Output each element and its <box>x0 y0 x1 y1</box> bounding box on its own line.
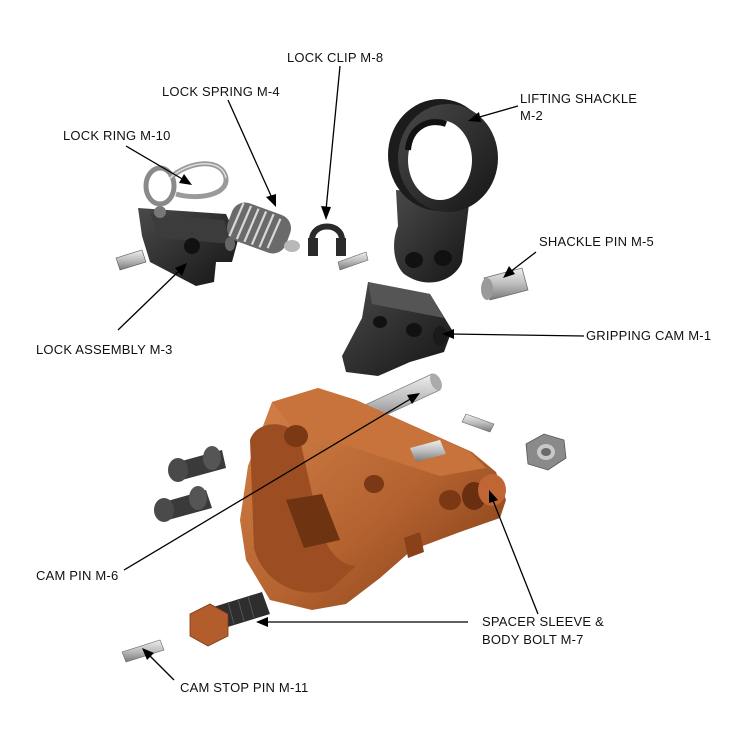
lock-clip-part <box>308 223 369 271</box>
label-cam-stop-pin: CAM STOP PIN M-11 <box>180 680 308 695</box>
leader-lock-assembly <box>117 263 187 331</box>
leader-lock-spring <box>227 99 276 207</box>
label-spacer-sleeve-line1: SPACER SLEEVE & <box>482 614 604 629</box>
leader-cam-stop-pin <box>142 648 175 681</box>
label-lifting-shackle-line2: M-2 <box>520 108 543 123</box>
leader-lock-ring <box>125 145 192 185</box>
lock-spring-part <box>226 202 300 254</box>
body-part <box>240 388 506 610</box>
body-bolt-part <box>189 592 270 647</box>
label-lock-ring: LOCK RING M-10 <box>63 128 171 143</box>
leader-gripping-cam <box>442 329 585 339</box>
leader-lock-clip <box>321 65 341 220</box>
bolt-lower-part <box>154 486 212 522</box>
label-lock-clip: LOCK CLIP M-8 <box>287 50 383 65</box>
shackle-pin-part <box>481 267 529 301</box>
small-pin-part <box>461 413 495 433</box>
leader-cam-pin <box>123 393 420 571</box>
label-shackle-pin: SHACKLE PIN M-5 <box>539 234 654 249</box>
label-lifting-shackle-line1: LIFTING SHACKLE <box>520 91 637 106</box>
cam-stop-pin-part <box>121 639 165 663</box>
label-spacer-sleeve-line2: BODY BOLT M-7 <box>482 632 584 647</box>
label-cam-pin: CAM PIN M-6 <box>36 568 118 583</box>
leader-shackle-pin <box>503 251 537 278</box>
label-gripping-cam: GRIPPING CAM M-1 <box>586 328 711 343</box>
lock-assembly-part <box>115 206 238 286</box>
gripping-cam-part <box>342 282 452 376</box>
leader-lifting-shackle <box>468 105 519 122</box>
leader-spacer-sleeve <box>489 490 539 615</box>
lock-ring-part <box>143 161 229 207</box>
hex-nut-part <box>525 433 567 471</box>
lifting-shackle-part <box>388 99 498 283</box>
label-lock-spring: LOCK SPRING M-4 <box>162 84 280 99</box>
bolt-upper-part <box>168 446 226 482</box>
leader-body-bolt <box>256 617 468 627</box>
label-lock-assembly: LOCK ASSEMBLY M-3 <box>36 342 173 357</box>
